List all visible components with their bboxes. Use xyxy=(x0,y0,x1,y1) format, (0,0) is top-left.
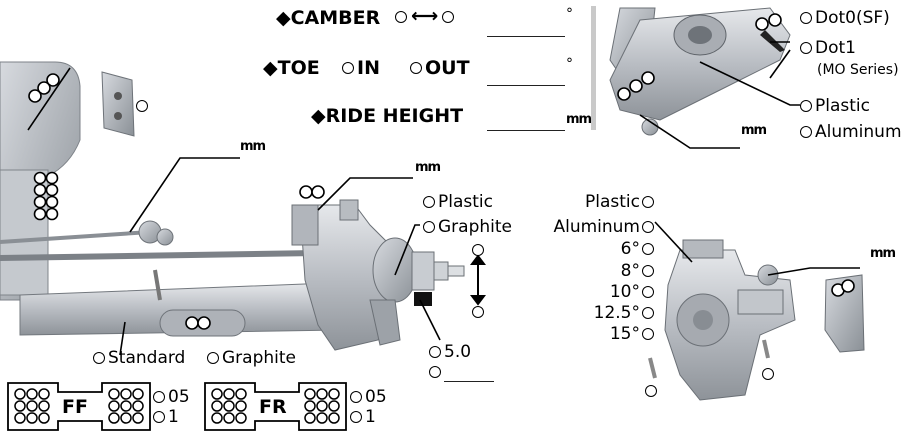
height-arrow xyxy=(470,254,486,306)
toe-label: ◆TOE xyxy=(263,57,320,79)
upper-arm-mm-unit: mm xyxy=(741,123,767,138)
divider-bar xyxy=(591,6,596,130)
angle-10-label: 10° xyxy=(609,282,640,302)
ball-stud-checkbox[interactable] xyxy=(136,100,148,112)
angle-6-checkbox[interactable] xyxy=(642,243,654,255)
fr-1-label: 1 xyxy=(365,407,376,427)
ball-stud-plate xyxy=(101,71,135,137)
toe-out-label: OUT xyxy=(425,57,470,79)
hub-mm-unit: mm xyxy=(870,246,896,261)
offset-custom-field[interactable] xyxy=(444,381,494,382)
fr-mount-holes xyxy=(211,388,340,424)
ride-height-label: ◆RIDE HEIGHT xyxy=(311,105,464,127)
fr-label: FR xyxy=(259,396,287,418)
pin-left xyxy=(648,357,657,379)
ride-height-value-field[interactable] xyxy=(487,130,565,131)
hub-aluminum-label: Aluminum xyxy=(553,217,640,237)
hole-markers xyxy=(28,13,855,330)
upper-plastic-checkbox[interactable] xyxy=(800,100,812,112)
ride-height-unit: mm xyxy=(566,112,592,127)
camber-degree-unit: ° xyxy=(566,6,573,22)
arm-standard-checkbox[interactable] xyxy=(93,352,105,364)
offset-5-label: 5.0 xyxy=(444,342,472,362)
ff-1-checkbox[interactable] xyxy=(153,411,165,423)
fr-05-label: 05 xyxy=(365,387,387,407)
angle-15-label: 15° xyxy=(609,324,640,344)
hub-plastic-checkbox[interactable] xyxy=(642,196,654,208)
pin-left-checkbox[interactable] xyxy=(645,385,657,397)
front-upright xyxy=(291,199,465,351)
steering-knuckle xyxy=(664,239,796,401)
dot0-checkbox[interactable] xyxy=(800,12,812,24)
ff-1-label: 1 xyxy=(168,407,179,427)
camber-arrow-icon: ⟷ xyxy=(411,5,439,27)
upright-graphite-checkbox[interactable] xyxy=(423,221,435,233)
toe-in-label: IN xyxy=(357,57,380,79)
fr-1-checkbox[interactable] xyxy=(350,411,362,423)
angle-6-label: 6° xyxy=(620,239,640,259)
dot1-sub-label: (MO Series) xyxy=(817,62,899,78)
leader-lines xyxy=(27,41,860,356)
upright-mm-unit: mm xyxy=(415,160,441,175)
angle-15-checkbox[interactable] xyxy=(642,328,654,340)
ff-mount-holes xyxy=(14,388,144,424)
hub-plastic-label: Plastic xyxy=(585,192,640,212)
upper-aluminum-checkbox[interactable] xyxy=(800,126,812,138)
arm-standard-label: Standard xyxy=(108,348,186,368)
ff-mount-plate xyxy=(7,382,151,431)
angle-8-checkbox[interactable] xyxy=(642,265,654,277)
fr-05-checkbox[interactable] xyxy=(350,391,362,403)
height-down-checkbox[interactable] xyxy=(472,306,484,318)
pin-right-checkbox[interactable] xyxy=(762,368,774,380)
fr-mount-plate xyxy=(204,382,347,431)
dot1-label: Dot1 xyxy=(815,38,856,58)
angle-12-5-label: 12.5° xyxy=(593,303,640,323)
toe-value-field[interactable] xyxy=(487,85,565,86)
dot1-checkbox[interactable] xyxy=(800,42,812,54)
angle-12-5-checkbox[interactable] xyxy=(642,307,654,319)
upright-plastic-label: Plastic xyxy=(438,192,493,212)
camber-value-field[interactable] xyxy=(487,36,565,37)
toe-out-checkbox[interactable] xyxy=(410,62,422,74)
offset-5-checkbox[interactable] xyxy=(429,346,441,358)
camber-left-checkbox[interactable] xyxy=(395,11,407,23)
upper-plastic-label: Plastic xyxy=(815,96,870,116)
upper-arm-assembly xyxy=(609,7,791,136)
camber-right-checkbox[interactable] xyxy=(442,11,454,23)
ff-05-label: 05 xyxy=(168,387,190,407)
arm-graphite-label: Graphite xyxy=(222,348,296,368)
upper-aluminum-label: Aluminum xyxy=(815,122,902,142)
hub-aluminum-checkbox[interactable] xyxy=(642,221,654,233)
upright-graphite-label: Graphite xyxy=(438,217,512,237)
upright-plastic-checkbox[interactable] xyxy=(423,196,435,208)
angle-10-checkbox[interactable] xyxy=(642,286,654,298)
toe-in-checkbox[interactable] xyxy=(342,62,354,74)
height-up-checkbox[interactable] xyxy=(472,244,484,256)
arm-graphite-checkbox[interactable] xyxy=(207,352,219,364)
dot0-label: Dot0(SF) xyxy=(815,8,890,28)
tie-rod-mm-unit: mm xyxy=(240,139,266,154)
ff-05-checkbox[interactable] xyxy=(153,391,165,403)
angle-8-label: 8° xyxy=(620,261,640,281)
lower-suspension-arm xyxy=(19,282,343,337)
toe-degree-unit: ° xyxy=(566,56,573,72)
ff-label: FF xyxy=(62,396,88,418)
offset-custom-checkbox[interactable] xyxy=(429,366,441,378)
camber-label: ◆CAMBER xyxy=(276,7,381,29)
pin-right xyxy=(762,339,770,359)
